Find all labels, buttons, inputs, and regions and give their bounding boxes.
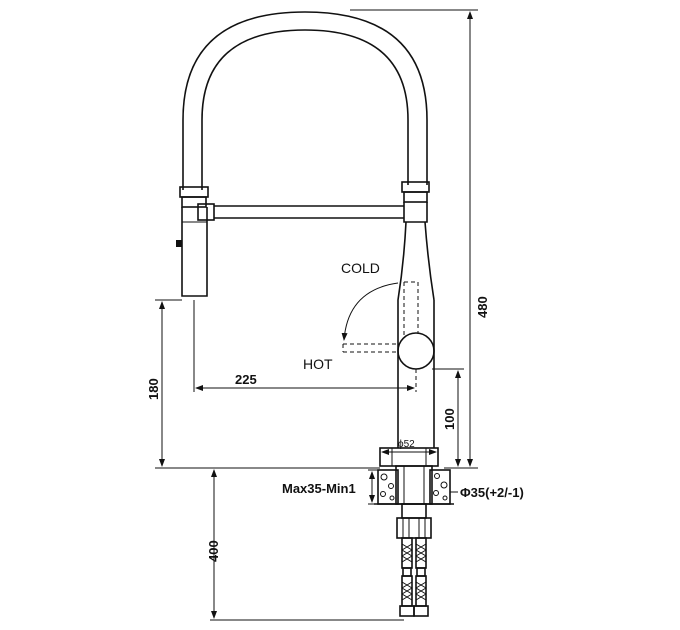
dim-handle-height: 180 [146, 378, 161, 400]
dim-base-diameter: ϕ52 [398, 439, 415, 450]
dim-spout-reach: 225 [235, 372, 257, 387]
faucet-outline [176, 11, 454, 617]
dim-hose-length: 400 [206, 540, 221, 562]
hot-label: HOT [303, 356, 333, 372]
dim-hole-diameter: Φ35(+2/-1) [460, 485, 524, 500]
dim-deck-thickness: Max35-Min1 [282, 481, 356, 496]
dimension-lines [155, 9, 478, 621]
cold-hot-rotation-arc [341, 282, 399, 341]
braided-hoses [399, 537, 429, 617]
dim-lever-height: 100 [442, 408, 457, 430]
deck-section [374, 465, 454, 505]
cold-label: COLD [341, 260, 380, 276]
dim-total-height: 480 [475, 296, 490, 318]
